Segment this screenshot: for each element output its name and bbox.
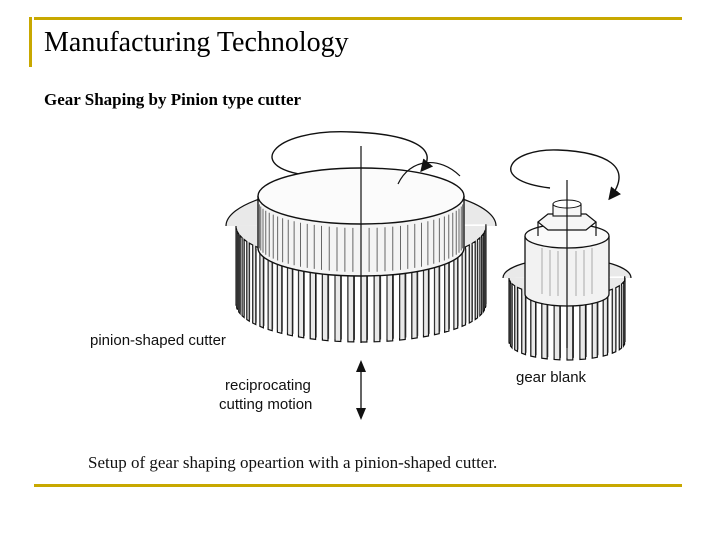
label-reciprocating: reciprocating [225,377,311,394]
label-gear-blank: gear blank [516,369,587,386]
label-cutting-motion: cutting motion [219,396,312,413]
cutter-rotation-arrow [271,131,434,177]
gear-shaping-figure: pinion-shaped cutter reciprocating cutti… [80,118,660,483]
label-pinion-cutter: pinion-shaped cutter [90,332,226,349]
frame-bottom-rule [34,484,682,487]
slide-subtitle: Gear Shaping by Pinion type cutter [44,90,302,109]
figure-caption: Setup of gear shaping opeartion with a p… [88,453,497,472]
frame-left-rule [29,17,32,67]
gear-shaping-diagram: pinion-shaped cutter reciprocating cutti… [88,131,632,472]
frame-top-rule [34,17,682,20]
blank-rotation-arrow [510,149,621,201]
slide-title: Manufacturing Technology [44,27,349,58]
reciprocating-motion-arrow [356,360,366,420]
